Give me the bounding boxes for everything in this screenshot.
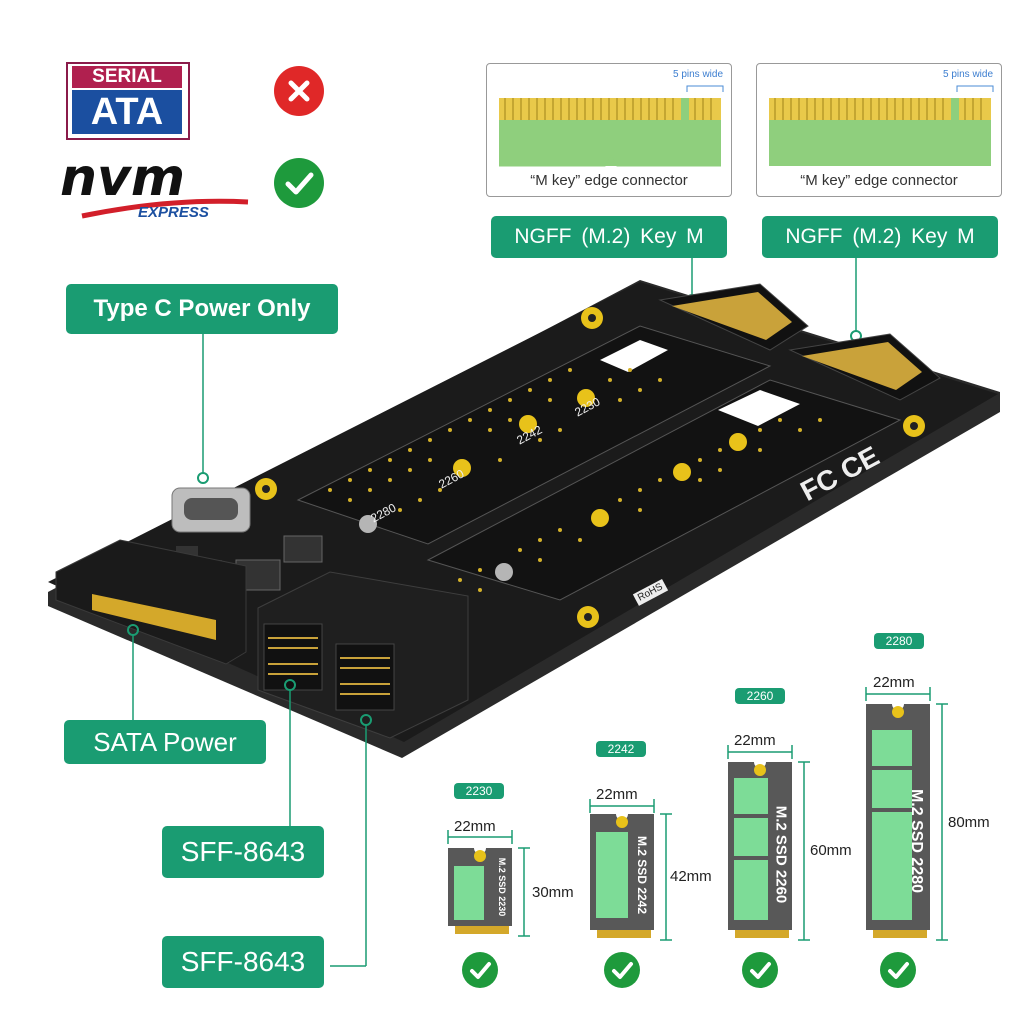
sata-logo-line1: SERIAL <box>72 66 182 88</box>
ssd-text-2260: M.2 SSD 2260 <box>772 805 790 904</box>
pins-note: 5 pins wide <box>943 69 994 80</box>
edge-connector-diagram-2: 5 pins wide “M key” edge connector <box>756 63 1002 197</box>
check-icon-2260 <box>742 952 778 988</box>
ssd-size-badge-2260: 2260 <box>735 688 785 704</box>
ssd-text-2280: M.2 SSD 2280 <box>908 788 925 894</box>
sata-logo: SERIAL ATA <box>66 62 190 140</box>
check-icon-2280 <box>880 952 916 988</box>
check-icon-2230 <box>462 952 498 988</box>
ssd-text-2242: M.2 SSD 2242 <box>635 835 649 915</box>
nvme-logo-line2: EXPRESS <box>138 204 209 221</box>
sata-logo-line2: ATA <box>72 90 182 134</box>
check-icon-2242 <box>604 952 640 988</box>
sff-8643-label-1: SFF-8643 <box>162 826 324 878</box>
sata-power-label: SATA Power <box>64 720 266 764</box>
type-c-power-label: Type C Power Only <box>66 284 338 334</box>
ssd-width-2280: 22mm <box>873 674 915 691</box>
ssd-length-2280: 80mm <box>948 814 990 831</box>
ssd-length-2260: 60mm <box>810 842 852 859</box>
ssd-width-2242: 22mm <box>596 786 638 803</box>
pins-note: 5 pins wide <box>673 69 724 80</box>
ssd-size-badge-2242: 2242 <box>596 741 646 757</box>
ssd-width-2260: 22mm <box>734 732 776 749</box>
ssd-length-2230: 30mm <box>532 884 574 901</box>
ssd-width-2230: 22mm <box>454 818 496 835</box>
nvme-logo: nvm EXPRESS <box>60 150 250 230</box>
red-x-icon <box>274 66 324 116</box>
ssd-text-2230: M.2 SSD 2230 <box>497 857 507 917</box>
edge-connector-caption: “M key” edge connector <box>800 172 958 189</box>
green-check-icon <box>274 158 324 208</box>
edge-connector-caption: “M key” edge connector <box>530 172 688 189</box>
sff-8643-label-2: SFF-8643 <box>162 936 324 988</box>
ngff-key-m-label-1: NGFF (M.2) Key M <box>491 216 727 258</box>
edge-connector-diagram-1: 5 pins wide “M key” edge connector <box>486 63 732 197</box>
ngff-key-m-label-2: NGFF (M.2) Key M <box>762 216 998 258</box>
nvme-logo-line1: nvm <box>60 148 186 208</box>
ssd-length-2242: 42mm <box>670 868 712 885</box>
ssd-size-badge-2230: 2230 <box>454 783 504 799</box>
ssd-size-badge-2280: 2280 <box>874 633 924 649</box>
